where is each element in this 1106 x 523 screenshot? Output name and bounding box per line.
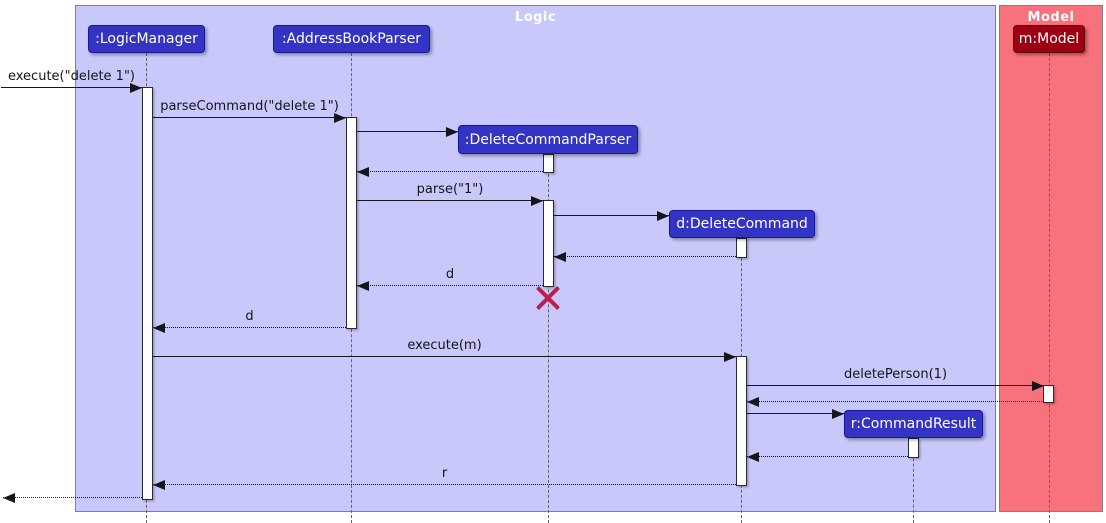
lifeline-model xyxy=(1049,53,1050,523)
msg-return-d-to-logic-manager-arrowhead-icon xyxy=(153,323,165,333)
msg-return-parser-created xyxy=(357,171,543,172)
msg-execute-m-arrowhead-icon xyxy=(724,352,736,362)
msg-create-delete-command-parser xyxy=(357,131,458,132)
lifeline-delete-command-parser xyxy=(548,154,549,523)
activation-address-book-parser xyxy=(346,117,357,329)
msg-parse-1-arrowhead-icon xyxy=(531,196,543,206)
msg-create-delete-command xyxy=(554,215,669,216)
msg-return-r-to-logic-manager xyxy=(153,484,736,485)
msg-return-d-to-logic-manager-label: d xyxy=(245,309,254,324)
msg-parse-command-delete-1-label: parseCommand("delete 1") xyxy=(160,99,339,114)
msg-execute-delete-1 xyxy=(1,87,142,88)
msg-execute-delete-1-arrowhead-icon xyxy=(130,83,142,93)
msg-return-d-to-parser xyxy=(357,285,543,286)
msg-delete-person-1-label: deletePerson(1) xyxy=(843,367,948,382)
msg-parse-command-delete-1-arrowhead-icon xyxy=(334,113,346,123)
msg-execute-m-label: execute(m) xyxy=(407,338,482,353)
msg-create-delete-command-parser-arrowhead-icon xyxy=(446,127,458,137)
participant-model: m:Model xyxy=(1013,25,1085,53)
msg-execute-delete-1-label: execute("delete 1") xyxy=(7,69,136,84)
msg-return-command-created xyxy=(554,256,736,257)
msg-return-d-to-logic-manager xyxy=(153,327,346,328)
participant-delete-command-parser: :DeleteCommandParser xyxy=(458,125,638,154)
msg-delete-person-1 xyxy=(747,385,1044,386)
msg-return-r-to-logic-manager-label: r xyxy=(441,466,448,481)
msg-return-parser-created-arrowhead-icon xyxy=(357,167,369,177)
msg-return-result-created-arrowhead-icon xyxy=(747,452,759,462)
msg-parse-1 xyxy=(357,200,543,201)
frame-title-logic: Logic xyxy=(514,10,557,25)
frame-logic: Logic xyxy=(75,5,996,512)
msg-execute-m xyxy=(153,356,736,357)
activation-delete-command-parser-1 xyxy=(543,154,554,173)
msg-return-from-model xyxy=(747,401,1044,402)
msg-delete-person-1-arrowhead-icon xyxy=(1032,381,1044,391)
msg-return-from-model-arrowhead-icon xyxy=(747,397,759,407)
msg-return-command-created-arrowhead-icon xyxy=(554,252,566,262)
activation-model xyxy=(1043,385,1054,403)
lifeline-command-result xyxy=(913,438,914,523)
destroy-delete-command-parser-icon xyxy=(535,285,561,311)
msg-return-result-created xyxy=(747,456,908,457)
activation-delete-command-1 xyxy=(736,238,747,258)
activation-logic-manager xyxy=(142,87,153,500)
frame-model: Model xyxy=(999,5,1103,512)
msg-create-command-result-arrowhead-icon xyxy=(832,409,844,419)
activation-command-result xyxy=(908,438,919,458)
frame-title-model: Model xyxy=(1027,10,1075,25)
msg-parse-command-delete-1 xyxy=(153,117,346,118)
msg-return-d-to-parser-label: d xyxy=(445,267,455,282)
participant-delete-command: d:DeleteCommand xyxy=(669,210,815,238)
msg-create-command-result xyxy=(747,413,844,414)
msg-return-r-to-logic-manager-arrowhead-icon xyxy=(153,480,165,490)
participant-logic-manager: :LogicManager xyxy=(88,25,205,53)
msg-return-to-caller xyxy=(3,497,142,498)
msg-parse-1-label: parse("1") xyxy=(416,182,484,197)
participant-command-result: r:CommandResult xyxy=(844,410,983,438)
msg-return-d-to-parser-arrowhead-icon xyxy=(357,281,369,291)
msg-create-delete-command-arrowhead-icon xyxy=(657,211,669,221)
activation-delete-command-2 xyxy=(736,356,747,486)
msg-return-to-caller-arrowhead-icon xyxy=(3,493,15,503)
participant-address-book-parser: :AddressBookParser xyxy=(273,25,430,53)
activation-delete-command-parser-2 xyxy=(543,200,554,287)
